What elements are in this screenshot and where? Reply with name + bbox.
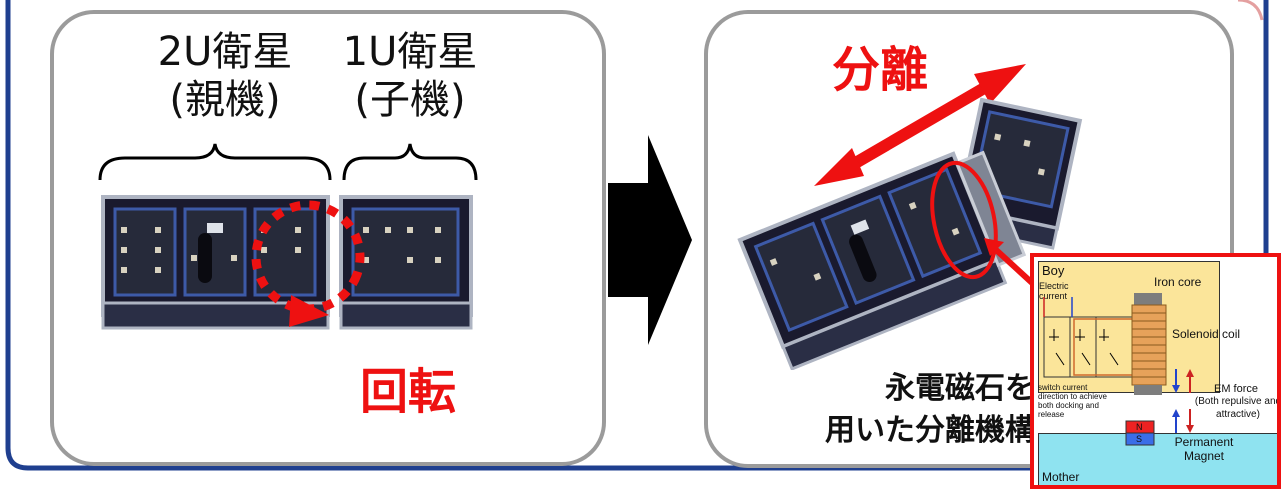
north-pole-label: N (1136, 422, 1143, 432)
separation-mechanism-caption: 永電磁石を 用いた分離機構 (825, 371, 1035, 448)
separation-arrow-icon (814, 64, 1026, 186)
separated-satellites-image (737, 97, 1083, 370)
right-arrow-icon (608, 135, 692, 345)
solenoid-coil-label: Solenoid coil (1172, 327, 1241, 341)
boy-label: Boy (1042, 263, 1065, 278)
brace-2u (98, 143, 332, 181)
label-2u-satellite: 2U衛星 (親機) (157, 29, 293, 123)
iron-core-label: Iron core (1154, 275, 1202, 289)
rotation-label: 回転 (359, 364, 456, 420)
docked-satellites-image (101, 195, 473, 330)
permanent-magnet-label: Permanent Magnet (1174, 435, 1234, 463)
circuit-and-coil-diagram (1043, 293, 1194, 446)
mother-label: Mother (1042, 470, 1080, 484)
electric-current-label: Electric current (1039, 281, 1069, 301)
em-force-note: (Both repulsive and attractive) (1194, 396, 1281, 420)
em-mechanism-inset: Boy Iron core Electric current Solenoid … (1030, 253, 1281, 489)
label-1u-satellite: 1U衛星 (子機) (342, 29, 478, 123)
brace-1u (342, 143, 478, 181)
separation-label: 分離 (831, 42, 928, 98)
switch-text-label: switch current direction to achieve both… (1038, 383, 1107, 419)
south-pole-label: S (1136, 434, 1143, 444)
mother-block (1038, 433, 1277, 485)
em-force-label: EM force (1214, 383, 1259, 395)
